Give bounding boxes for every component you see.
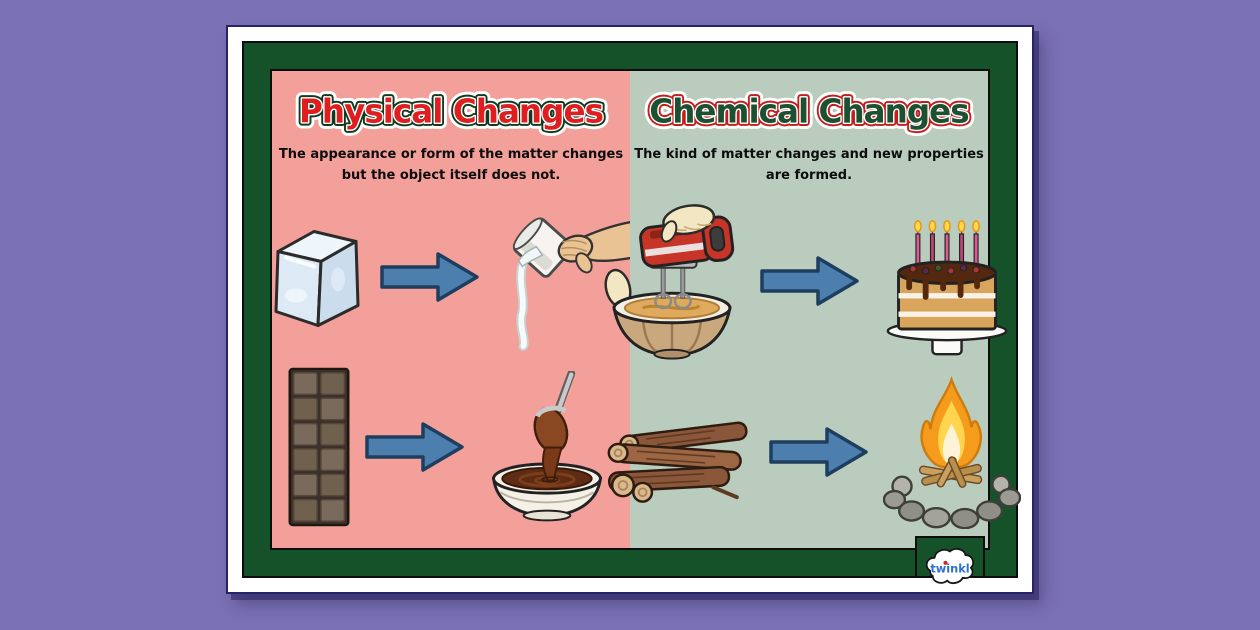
wood-logs-icon — [607, 421, 748, 503]
physical-examples — [272, 187, 636, 548]
chocolate-bar-icon — [288, 367, 350, 527]
transform-arrow-icon — [380, 251, 479, 302]
green-frame: Physical Changes Physical Changes Physic… — [242, 41, 1021, 578]
transform-arrow-icon — [365, 422, 464, 472]
melted-chocolate-bowl-icon — [491, 370, 603, 522]
transform-arrow-icon — [760, 255, 859, 306]
physical-changes-panel: Physical Changes Physical Changes Physic… — [272, 71, 636, 548]
example-row-burning-wood — [607, 375, 1021, 529]
twinkl-logo-dot — [943, 560, 948, 565]
example-row-melting-chocolate — [272, 367, 630, 527]
physical-changes-subtitle: The appearance or form of the matter cha… — [278, 147, 624, 183]
svg-text:Chemical Changes: Chemical Changes — [649, 92, 968, 130]
svg-text:Physical Changes: Physical Changes — [299, 92, 603, 130]
mixing-batter-icon — [604, 203, 735, 360]
transform-arrow-icon — [769, 427, 868, 477]
birthday-cake-icon — [886, 219, 1008, 356]
water-pouring-icon — [512, 217, 636, 351]
chemical-examples — [604, 187, 1021, 548]
campfire-icon — [883, 375, 1021, 529]
example-row-baking-cake — [604, 200, 1008, 362]
example-row-melting-ice — [272, 202, 636, 352]
poster-card: Physical Changes Physical Changes Physic… — [226, 25, 1034, 594]
physical-changes-title: Physical Changes Physical Changes Physic… — [293, 86, 610, 136]
chemical-changes-title: Chemical Changes Chemical Changes Chemic… — [643, 86, 976, 136]
twinkl-logo-text: twinkl — [930, 561, 969, 575]
svg-text:Physical Changes: Physical Changes — [299, 92, 603, 130]
chemical-changes-panel: Chemical Changes Chemical Changes Chemic… — [604, 71, 1021, 548]
chemical-changes-subtitle: The kind of matter changes and new prope… — [634, 147, 984, 183]
ice-cube-icon — [274, 229, 360, 327]
twinkl-logo: twinkl — [925, 548, 975, 585]
svg-text:Chemical Changes: Chemical Changes — [649, 92, 968, 130]
svg-text:Physical Changes: Physical Changes — [299, 92, 603, 130]
twinkl-logo-tab: twinkl — [915, 536, 985, 585]
poster-content: Physical Changes Physical Changes Physic… — [270, 69, 1021, 550]
svg-text:Chemical Changes: Chemical Changes — [649, 92, 968, 130]
